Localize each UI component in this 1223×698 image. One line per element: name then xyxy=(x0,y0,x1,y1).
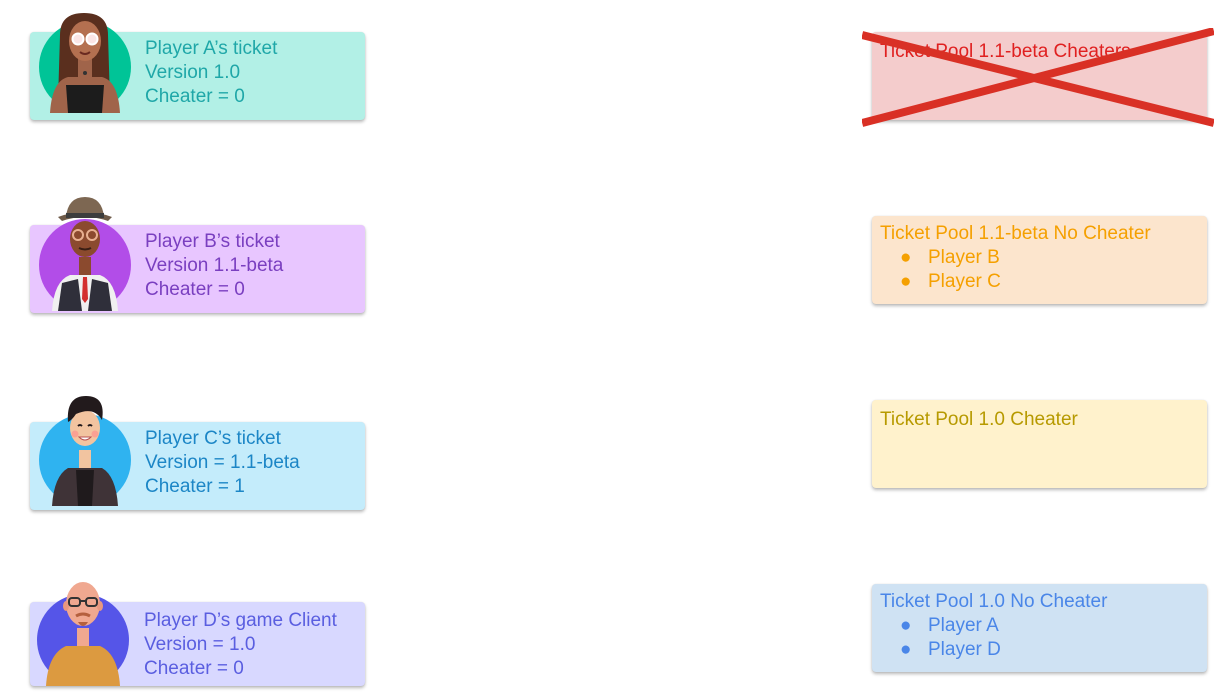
ticket-cheater: Cheater = 0 xyxy=(145,86,245,107)
bullet-icon: ● xyxy=(900,615,912,636)
ticket-title: Player B’s ticket xyxy=(145,231,280,252)
list-item: ● Player C xyxy=(880,270,1151,294)
list-item: ● Player B xyxy=(880,246,1151,270)
pool-player-list: ● Player B ● Player C xyxy=(880,246,1151,294)
ticket-version: Version 1.1-beta xyxy=(145,255,284,276)
ticket-version: Version 1.0 xyxy=(145,62,241,83)
pool-title: Ticket Pool 1.0 No Cheater xyxy=(880,591,1108,612)
ticket-cheater: Cheater = 0 xyxy=(144,658,244,679)
ticket-version: Version = 1.0 xyxy=(144,634,256,655)
pool-title: Ticket Pool 1.1-beta Cheaters xyxy=(880,41,1131,62)
player-b-avatar-icon xyxy=(39,197,131,311)
player-a-avatar-icon xyxy=(39,13,131,113)
ticket-cheater: Cheater = 1 xyxy=(145,476,245,497)
pool-card-1-0-no-cheater: Ticket Pool 1.0 No Cheater ● Player A ● Pl… xyxy=(872,584,1207,672)
ticket-version: Version = 1.1-beta xyxy=(145,452,300,473)
bullet-icon: ● xyxy=(900,271,912,292)
pool-title: Ticket Pool 1.1-beta No Cheater xyxy=(880,223,1151,244)
pool-card-1-0-cheater: Ticket Pool 1.0 Cheater xyxy=(872,400,1207,488)
ticket-title: Player C’s ticket xyxy=(145,428,281,449)
ticket-title: Player D’s game Client xyxy=(144,610,337,631)
ticket-cheater: Cheater = 0 xyxy=(145,279,245,300)
list-item: ● Player A xyxy=(880,614,1107,638)
player-name: Player D xyxy=(928,639,1001,660)
player-c-avatar-icon xyxy=(39,396,131,506)
list-item: ● Player D xyxy=(880,638,1107,662)
player-name: Player A xyxy=(928,615,999,636)
pool-player-list: ● Player A ● Player D xyxy=(880,614,1107,662)
player-name: Player C xyxy=(928,271,1001,292)
ticket-title: Player A’s ticket xyxy=(145,38,278,59)
bullet-icon: ● xyxy=(900,639,912,660)
player-d-avatar-icon xyxy=(37,582,129,686)
player-name: Player B xyxy=(928,247,1000,268)
bullet-icon: ● xyxy=(900,247,912,268)
pool-card-beta-no-cheater: Ticket Pool 1.1-beta No Cheater ● Player … xyxy=(872,216,1207,304)
pool-card-beta-cheaters: Ticket Pool 1.1-beta Cheaters xyxy=(872,32,1207,120)
pool-title: Ticket Pool 1.0 Cheater xyxy=(880,409,1078,430)
